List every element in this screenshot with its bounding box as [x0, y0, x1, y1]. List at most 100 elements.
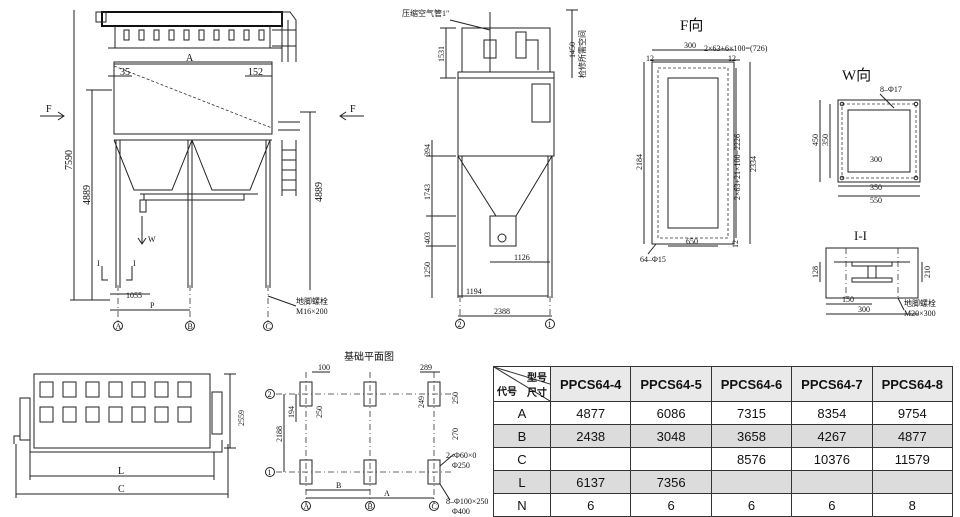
table-cell: 9754: [871, 401, 954, 425]
f-dim-12-c: 12: [731, 240, 740, 248]
table-cell: [630, 447, 712, 471]
air-label: 压缩空气管1": [402, 8, 449, 18]
section-i-right: I: [133, 259, 136, 268]
f-view: F向 300 2×63+6×100=(726) 12 12 2184 2×63+…: [635, 17, 768, 264]
section-bolt-label: 地脚螺栓: [904, 298, 936, 308]
fd-axis-a: A: [304, 502, 310, 511]
dim-1194: 1194: [466, 287, 482, 296]
table-row: L 6137 7356: [493, 470, 954, 494]
corner-diagonals: [494, 367, 550, 401]
table-cell: 4877: [871, 424, 954, 448]
f-dim-pitch-top: 2×63+6×100=(726): [704, 44, 768, 53]
row-code: L: [493, 470, 551, 494]
dim-a: A: [186, 53, 194, 64]
plan-view: 2559 L C: [13, 373, 246, 498]
table-cell: 7356: [630, 470, 712, 494]
side-view: 压缩空气管1" 1450 检修所需空间 1531 394 1743 403 12…: [402, 8, 587, 329]
table-cell: [791, 470, 873, 494]
section-title: I-I: [854, 228, 867, 243]
section-dim-300: 300: [858, 305, 870, 314]
table-row: C 8576 10376 11579: [493, 447, 954, 471]
maint-label: 检修所需空间: [577, 30, 587, 78]
f-dim-12-b: 12: [728, 54, 736, 63]
table-row: B 2438 3048 3658 4267 4877: [493, 424, 954, 448]
fd-dim-194: 194: [287, 406, 296, 418]
f-dim-2184: 2184: [635, 154, 644, 170]
fd-dim-250-b: 250: [451, 392, 460, 404]
f-holes: 64–Φ15: [640, 255, 666, 264]
row-code: B: [493, 424, 551, 448]
fd-dim-270: 270: [451, 428, 460, 440]
filter-modules: [39, 381, 192, 423]
plan-dim-l: L: [118, 466, 124, 477]
axis-b: B: [188, 322, 193, 331]
section-dim-128: 128: [811, 266, 820, 278]
w-dim-350-v: 350: [821, 134, 830, 146]
fd-dim-2188: 2188: [275, 426, 284, 442]
section-bolt-spec: M20×300: [904, 309, 936, 318]
spec-table: 型号 尺寸 代号 PPCS64-4 PPCS64-5 PPCS64-6 PPCS…: [493, 366, 954, 517]
table-cell: [871, 470, 954, 494]
row-code: N: [493, 493, 551, 517]
arrow-f-right: F: [350, 104, 356, 115]
f-dim-300: 300: [684, 41, 696, 50]
f-dim-2334: 2334: [749, 156, 758, 172]
table-cell: 3658: [710, 424, 793, 448]
arrow-w: W: [148, 235, 156, 244]
w-dim-350-h: 350: [870, 183, 882, 192]
section-i-left: I: [97, 259, 100, 268]
dim-1450: 1450: [568, 42, 577, 58]
arrow-f-left: F: [46, 104, 52, 115]
w-view: W向 8–Φ17 450 350 300 350 550: [811, 67, 921, 205]
f-dim-650: 650: [686, 237, 698, 246]
w-title: W向: [842, 67, 871, 84]
header-corner: 型号 尺寸 代号: [493, 366, 551, 402]
table-cell: 6: [549, 493, 632, 517]
dim-35: 35: [120, 67, 130, 78]
fd-hole-1: 2–Φ60×0: [446, 451, 476, 460]
table-cell: 6137: [549, 470, 632, 494]
dim-394: 394: [423, 144, 432, 156]
w-dim-450: 450: [811, 134, 820, 146]
fd-dim-100: 100: [318, 363, 330, 372]
table-cell: 6: [630, 493, 712, 517]
column-header: PPCS64-6: [710, 366, 793, 402]
foundation-title: 基础平面图: [344, 350, 394, 363]
column-header: PPCS64-7: [791, 366, 873, 402]
axis-a: A: [116, 322, 122, 331]
axis-1: 1: [548, 320, 552, 329]
f-title: F向: [680, 17, 703, 34]
foundation-view: 基础平面图 100 289 250 194 249 250 270 2188 2…: [265, 350, 488, 516]
fd-axis-1: 1: [268, 468, 272, 477]
dim-152: 152: [248, 67, 263, 78]
row-code: A: [493, 401, 551, 425]
header-size: 尺寸: [527, 388, 547, 399]
table-cell: 11579: [871, 447, 954, 471]
dim-403: 403: [423, 232, 432, 244]
table-cell: 4267: [791, 424, 873, 448]
w-holes: 8–Φ17: [880, 85, 902, 94]
fd-dim-249: 249: [417, 396, 426, 408]
section-dim-150: 150: [842, 295, 854, 304]
column-header: PPCS64-4: [549, 366, 632, 402]
axis-2: 2: [458, 320, 462, 329]
fd-axis-c: C: [432, 502, 437, 511]
axis-c: C: [266, 322, 271, 331]
table-cell: 8576: [710, 447, 793, 471]
fd-axis-2: 2: [268, 390, 272, 399]
header-code: 代号: [497, 387, 517, 398]
anchor-spec: M16×200: [296, 307, 328, 316]
fd-dim-a: A: [384, 489, 390, 498]
table-cell: 8: [871, 493, 954, 517]
table-cell: 7315: [710, 401, 793, 425]
column-header: PPCS64-8: [871, 366, 954, 402]
fd-hole-1b: Φ250: [452, 461, 470, 470]
fd-hole-2: 8–Φ100×250: [446, 497, 488, 506]
table-cell: 2438: [549, 424, 632, 448]
table-cell: 8354: [791, 401, 873, 425]
dim-4889-left: 4889: [82, 185, 93, 205]
table-cell: 6: [791, 493, 873, 517]
table-row: A 4877 6086 7315 8354 9754: [493, 401, 954, 425]
dim-1743: 1743: [423, 184, 432, 200]
